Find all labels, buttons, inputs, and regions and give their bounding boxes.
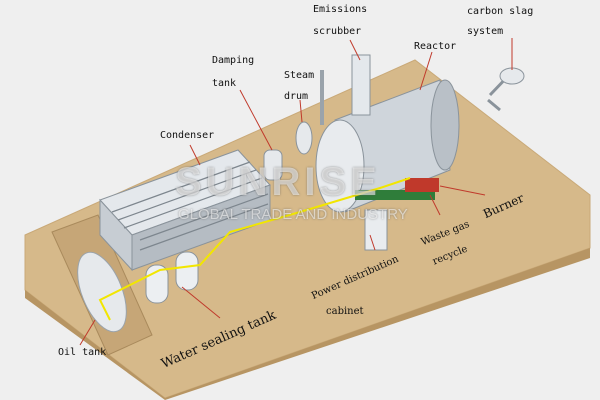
label-damping-tank-1: Damping	[212, 55, 255, 66]
carbon-slag-system	[487, 67, 525, 112]
emissions-scrubber	[351, 54, 371, 116]
label-steam-drum-2: drum	[284, 91, 309, 102]
label-carbon-slag-2: system	[467, 26, 504, 37]
leader-lines	[79, 38, 513, 346]
label-reactor: Reactor	[414, 41, 457, 52]
condenser-coils	[111, 161, 269, 251]
label-oil-tank: Oil tank	[58, 347, 107, 358]
label-carbon-slag-1: carbon slag	[467, 6, 534, 17]
oil-tank	[77, 251, 127, 333]
power-distribution-cabinet	[364, 209, 388, 251]
flow-pipe	[98, 177, 411, 321]
label-emissions-scrubber-2: scrubber	[313, 26, 362, 37]
damping-tank	[263, 149, 283, 181]
watermark-tagline: GLOBAL TRADE AND INDUSTRY	[178, 206, 408, 223]
water-sealing-tank-2	[175, 251, 199, 291]
watermark-brand: SUNRISE	[175, 160, 381, 204]
label-condenser: Condenser	[160, 130, 215, 141]
label-emissions-scrubber-1: Emissions	[313, 4, 368, 15]
label-steam-drum-1: Steam	[284, 70, 315, 81]
steam-drum	[295, 121, 313, 155]
label-power-cabinet-2: cabinet	[326, 306, 364, 317]
burner	[405, 178, 439, 192]
label-damping-tank-2: tank	[212, 78, 237, 89]
